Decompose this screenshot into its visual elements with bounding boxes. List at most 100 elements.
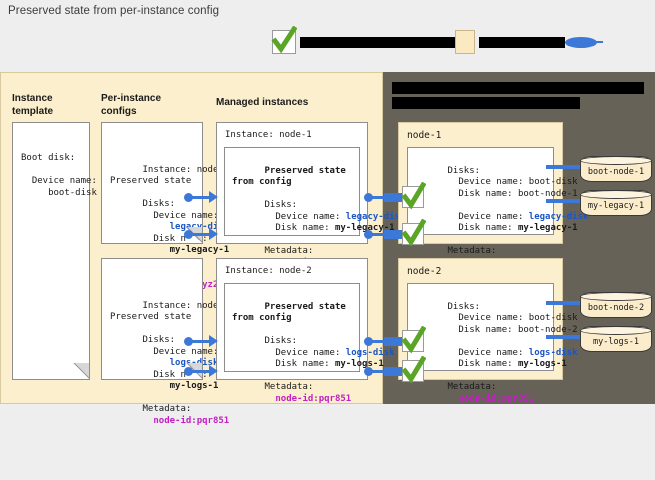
legend-item-disk [565, 28, 603, 56]
disk-label: my-legacy-1 [587, 201, 645, 211]
connector-line [192, 340, 210, 343]
connector-arrow [209, 191, 218, 203]
pic1-device-name-label: Device name: [142, 210, 219, 221]
connector-line [192, 233, 210, 236]
node2-pres-disk-label: Disk name: [447, 359, 518, 369]
connector-dot [364, 367, 373, 376]
green-check-icon [271, 26, 297, 54]
mi1-disk-name-label: Disk name: [264, 223, 335, 233]
connector-line [192, 370, 210, 373]
mi1-device-name-value: legacy-disk [345, 211, 406, 222]
managed-instance-card-node-1: Instance: node-1 Preserved state from co… [216, 122, 405, 268]
disk-cylinder-my-legacy-1: my-legacy-1 [580, 190, 652, 216]
legend-item-config [455, 28, 565, 56]
disk-label: my-logs-1 [592, 337, 640, 347]
mi2-disk-name-label: Disk name: [264, 359, 335, 369]
connector-line [372, 233, 384, 236]
node-box-node-2: node-2 Disks: Device name: boot-disk Dis… [398, 258, 578, 404]
disk-cylinder-boot-node-2: boot-node-2 [580, 292, 652, 318]
node2-disks-label: Disks: [447, 301, 481, 312]
node1-details: Disks: Device name: boot-disk Disk name:… [407, 147, 588, 268]
node1-boot-disk: Disk name: boot-node-1 [447, 188, 578, 199]
disk-connector-line [546, 335, 580, 339]
connector-block [384, 193, 402, 202]
connector-line [372, 340, 384, 343]
blue-cylinder-icon [565, 34, 603, 50]
connector-arrow [209, 335, 218, 347]
cream-square-icon [455, 30, 475, 54]
pic2-disk-name-value: my-logs-1 [142, 381, 219, 391]
mi2-preserved-state-box: Preserved state from config Disks: Devic… [224, 283, 395, 404]
disk-cylinder-boot-node-1: boot-node-1 [580, 156, 652, 182]
node1-title: node-1 [407, 130, 442, 141]
mi1-preserved-state-box: Preserved state from config Disks: Devic… [224, 147, 405, 268]
instance-template-card: Boot disk: Device name: boot-disk [12, 122, 97, 380]
connector-dot [184, 367, 193, 376]
mi2-disks-label: Disks: [264, 336, 298, 346]
node1-disks-label: Disks: [447, 165, 481, 176]
instance-template-text: Boot disk: Device name: boot-disk [21, 153, 97, 198]
pic2-device-name-value: logs-disk [142, 358, 219, 368]
disk-cylinder-my-logs-1: my-logs-1 [580, 326, 652, 352]
node2-pres-device-value: logs-disk [528, 347, 578, 358]
mi2-preserved-header: Preserved state from config [232, 301, 346, 324]
legend-item-preserved [271, 26, 455, 56]
connector-block [384, 367, 402, 376]
mi2-metadata-value: node-id:pqr851 [264, 393, 352, 404]
mi2-disk-name-value: my-logs-1 [334, 359, 384, 369]
node1-pres-disk-label: Disk name: [447, 223, 518, 233]
node1-boot-device: Device name: boot-disk [447, 177, 578, 187]
node1-pres-device-label: Device name: [447, 211, 529, 222]
pic1-disk-name-value: my-legacy-1 [142, 245, 230, 255]
disk-connector-line [546, 165, 580, 169]
pic2-device-name-label: Device name: [142, 346, 219, 357]
connector-dot [364, 230, 373, 239]
connector-dot [184, 230, 193, 239]
node2-boot-disk: Disk name: boot-node-2 [447, 324, 578, 335]
node2-metadata-value: node-id:pqr851 [447, 393, 535, 404]
pic1-disks-label: Disks: [142, 199, 176, 209]
disk-connector-line [546, 199, 580, 203]
green-check-icon [402, 219, 426, 247]
pic2-disks-label: Disks: [142, 335, 176, 345]
connector-line [372, 196, 384, 199]
connector-arrow [209, 365, 218, 377]
node2-boot-device: Device name: boot-disk [447, 313, 578, 323]
pic1-header: Instance: node-1 Preserved state [110, 164, 230, 187]
legend-label-2-obscured [479, 36, 565, 48]
mi2-device-name-label: Device name: [264, 347, 346, 358]
node2-details: Disks: Device name: boot-disk Disk name:… [407, 283, 578, 404]
page-fold-corner [73, 363, 90, 380]
mi2-device-name-value: logs-disk [345, 347, 395, 358]
mi1-disks-label: Disks: [264, 200, 298, 210]
disk-label: boot-node-2 [587, 303, 645, 313]
node2-metadata-label: Metadata: [447, 382, 497, 392]
pic2-metadata-value: node-id:pqr851 [142, 415, 230, 426]
managed-instance-card-node-2: Instance: node-2 Preserved state from co… [216, 258, 395, 404]
green-check-icon [402, 356, 426, 384]
node1-metadata-label: Metadata: [447, 246, 497, 256]
diagram-canvas: Preserved state from per-instance config… [0, 5, 655, 426]
mi1-disk-name-value: my-legacy-1 [334, 223, 395, 233]
mi1-preserved-header: Preserved state from config [232, 165, 346, 188]
node1-pres-device-value: legacy-disk [528, 211, 589, 222]
runtime-header-line1-obscured [392, 82, 644, 94]
node2-pres-disk-value: my-logs-1 [517, 359, 567, 369]
column-header-per-instance-configs: Per-instance configs [101, 93, 162, 117]
connector-block [384, 337, 402, 346]
green-check-icon [402, 326, 426, 354]
page-title: Preserved state from per-instance config [8, 5, 220, 17]
mi2-title: Instance: node-2 [225, 266, 312, 276]
column-header-instance-template: Instance template [12, 93, 54, 117]
mi1-metadata-label: Metadata: [264, 246, 314, 256]
connector-line [372, 370, 384, 373]
connector-dot [364, 193, 373, 202]
runtime-panel-header-obscured [392, 82, 644, 109]
legend-label-1-obscured [300, 36, 455, 48]
runtime-header-line2-obscured [392, 97, 580, 109]
connector-arrow [209, 228, 218, 240]
node2-pres-device-label: Device name: [447, 347, 529, 358]
pic2-metadata-label: Metadata: [142, 404, 192, 414]
managed-instances-line1: Managed instances [216, 96, 309, 108]
node-box-node-1: node-1 Disks: Device name: boot-disk Dis… [398, 122, 588, 268]
